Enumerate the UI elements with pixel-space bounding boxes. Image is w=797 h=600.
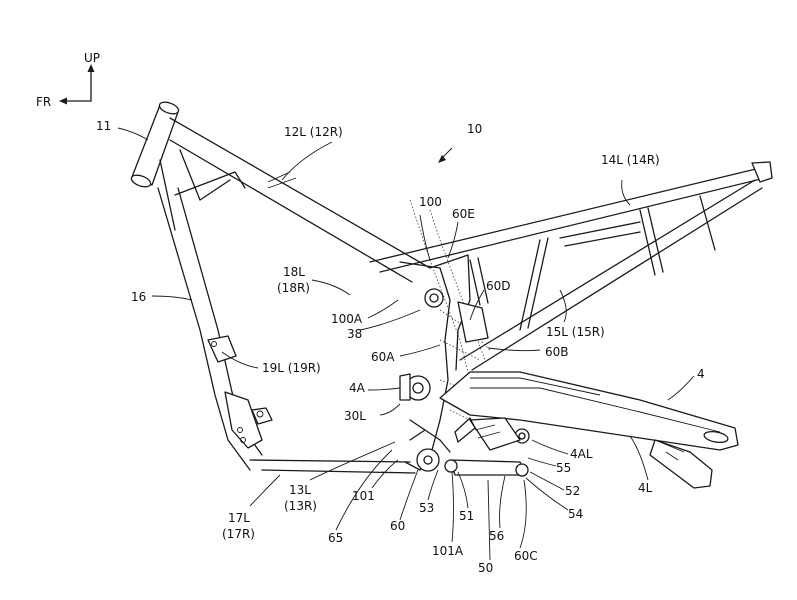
front-arrowhead-icon (59, 97, 67, 105)
label-4AL: 4AL (570, 447, 593, 461)
leader-lines (117, 127, 695, 561)
down-tube-16 (157, 187, 273, 471)
lower-pipe-17L (249, 459, 416, 474)
label-100: 100 (419, 195, 442, 209)
label-60C: 60C (514, 549, 538, 563)
label-65: 65 (328, 531, 343, 545)
label-4A: 4A (349, 381, 366, 395)
label-60: 60 (390, 519, 405, 533)
label-14: 14L (14R) (601, 153, 660, 167)
label-52: 52 (565, 484, 580, 498)
seat-rail-14L (369, 161, 773, 273)
label-60B: 60B (545, 345, 569, 359)
label-12: 12L (12R) (284, 125, 343, 139)
label-18R: (18R) (277, 281, 310, 295)
reference-labels: 10 11 12L (12R) 14L (14R) 15L (15R) 16 1… (96, 119, 705, 575)
head-pipe (130, 101, 180, 188)
label-17R: (17R) (222, 527, 255, 541)
label-4: 4 (697, 367, 705, 381)
label-17L: 17L (228, 511, 250, 525)
front-label: FR (36, 95, 51, 109)
orientation-indicator: UP FR (36, 51, 100, 109)
label-53: 53 (419, 501, 434, 515)
label-54: 54 (568, 507, 583, 521)
label-19: 19L (19R) (262, 361, 321, 375)
label-38: 38 (347, 327, 362, 341)
label-101: 101 (352, 489, 375, 503)
label-10: 10 (467, 122, 482, 136)
label-101A: 101A (432, 544, 464, 558)
up-arrowhead-icon (87, 64, 95, 72)
linkage-50 (444, 417, 530, 477)
label-4L: 4L (638, 481, 653, 495)
head-gusset (159, 149, 246, 231)
label-13L: 13L (289, 483, 311, 497)
label-55: 55 (556, 461, 571, 475)
label-56: 56 (489, 529, 504, 543)
label-30L: 30L (344, 409, 366, 423)
up-label: UP (84, 51, 100, 65)
main-pipe-12L (169, 117, 431, 283)
label-13R: (13R) (284, 499, 317, 513)
label-60A: 60A (371, 350, 395, 364)
label-51: 51 (459, 509, 474, 523)
label-50: 50 (478, 561, 493, 575)
pivot-plate (399, 199, 491, 472)
label-15: 15L (15R) (546, 325, 605, 339)
label-100A: 100A (331, 312, 363, 326)
sub-frame-15L (459, 179, 763, 371)
label-18L: 18L (283, 265, 305, 279)
label-60D: 60D (486, 279, 511, 293)
label-60E: 60E (452, 207, 475, 221)
label-11: 11 (96, 119, 111, 133)
label-16: 16 (131, 290, 146, 304)
